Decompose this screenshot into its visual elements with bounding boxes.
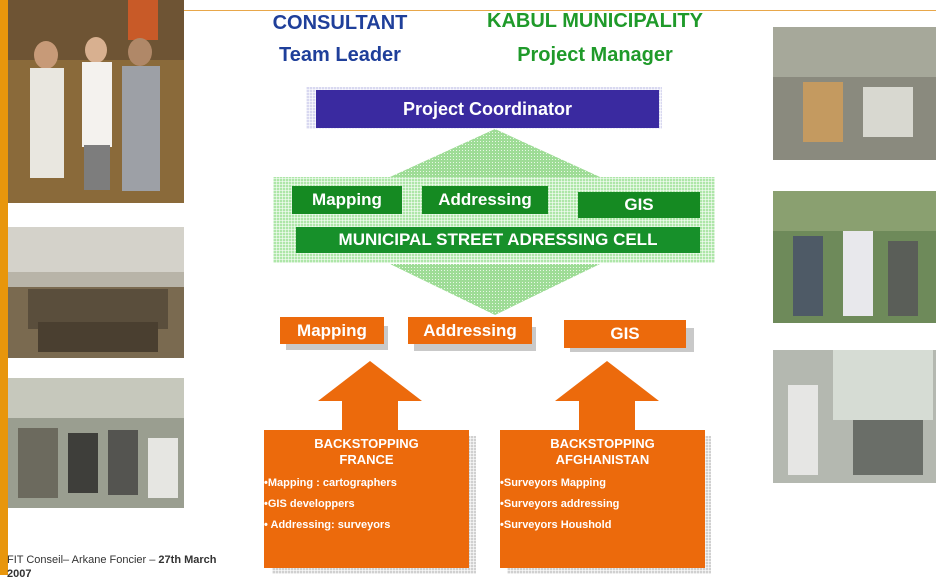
unit-mapping-box: Mapping: [280, 317, 384, 344]
footer-prefix: FIT Conseil– Arkane Foncier –: [7, 554, 159, 566]
cell-addressing-button: Addressing: [422, 186, 548, 214]
consultant-label: CONSULTANT: [272, 12, 408, 34]
cell-gis-button: GIS: [578, 192, 700, 218]
photo-team-group: [8, 0, 184, 203]
footer-year: 2007: [7, 568, 32, 580]
photo-outdoor-survey-image: [773, 191, 936, 323]
photo-field-group: [8, 227, 184, 358]
photo-training-session-image: [773, 350, 936, 483]
backstopping-france-title-2: FRANCE: [339, 452, 394, 467]
double-arrow-shape: [390, 129, 600, 315]
backstopping-france-box: BACKSTOPPING FRANCE •Mapping : cartograp…: [264, 430, 469, 568]
backstopping-afghanistan-title-1: BACKSTOPPING: [550, 436, 655, 451]
unit-addressing-box: Addressing: [408, 317, 532, 344]
left-accent-bar: [0, 0, 8, 575]
backstopping-afghanistan-item: •Surveyors Houshold: [500, 519, 612, 531]
photo-training-session: [773, 350, 936, 483]
photo-office-work: [773, 27, 936, 160]
photo-team-group-image: [8, 0, 184, 203]
up-arrow-afghanistan: [555, 361, 659, 437]
project-manager-label: Project Manager: [517, 44, 673, 66]
up-arrow-france: [318, 361, 422, 437]
photo-field-group-image: [8, 227, 184, 358]
unit-gis-box: GIS: [564, 320, 686, 348]
backstopping-afghanistan-item: •Surveyors addressing: [500, 498, 620, 510]
backstopping-france-item: •GIS developpers: [264, 498, 355, 510]
cell-title: MUNICIPAL STREET ADRESSING CELL: [296, 227, 700, 253]
project-coordinator-box: Project Coordinator: [316, 90, 659, 128]
photo-office-work-image: [773, 27, 936, 160]
photo-meeting-room: [8, 378, 184, 508]
backstopping-france-item: • Addressing: surveyors: [264, 519, 391, 531]
footer-date: 27th March: [158, 554, 217, 566]
photo-meeting-room-image: [8, 378, 184, 508]
backstopping-france-item: •Mapping : cartographers: [264, 477, 397, 489]
backstopping-france-title-1: BACKSTOPPING: [314, 436, 419, 451]
photo-outdoor-survey: [773, 191, 936, 323]
municipality-label: KABUL MUNICIPALITY: [487, 10, 703, 32]
backstopping-afghanistan-title-2: AFGHANISTAN: [555, 452, 650, 467]
backstopping-afghanistan-box: BACKSTOPPING AFGHANISTAN •Surveyors Mapp…: [500, 430, 705, 568]
top-divider: [8, 10, 936, 11]
footer-text: FIT Conseil– Arkane Foncier – 27th March…: [7, 553, 217, 581]
cell-mapping-button: Mapping: [292, 186, 402, 214]
backstopping-afghanistan-item: •Surveyors Mapping: [500, 477, 606, 489]
team-leader-label: Team Leader: [279, 44, 401, 66]
